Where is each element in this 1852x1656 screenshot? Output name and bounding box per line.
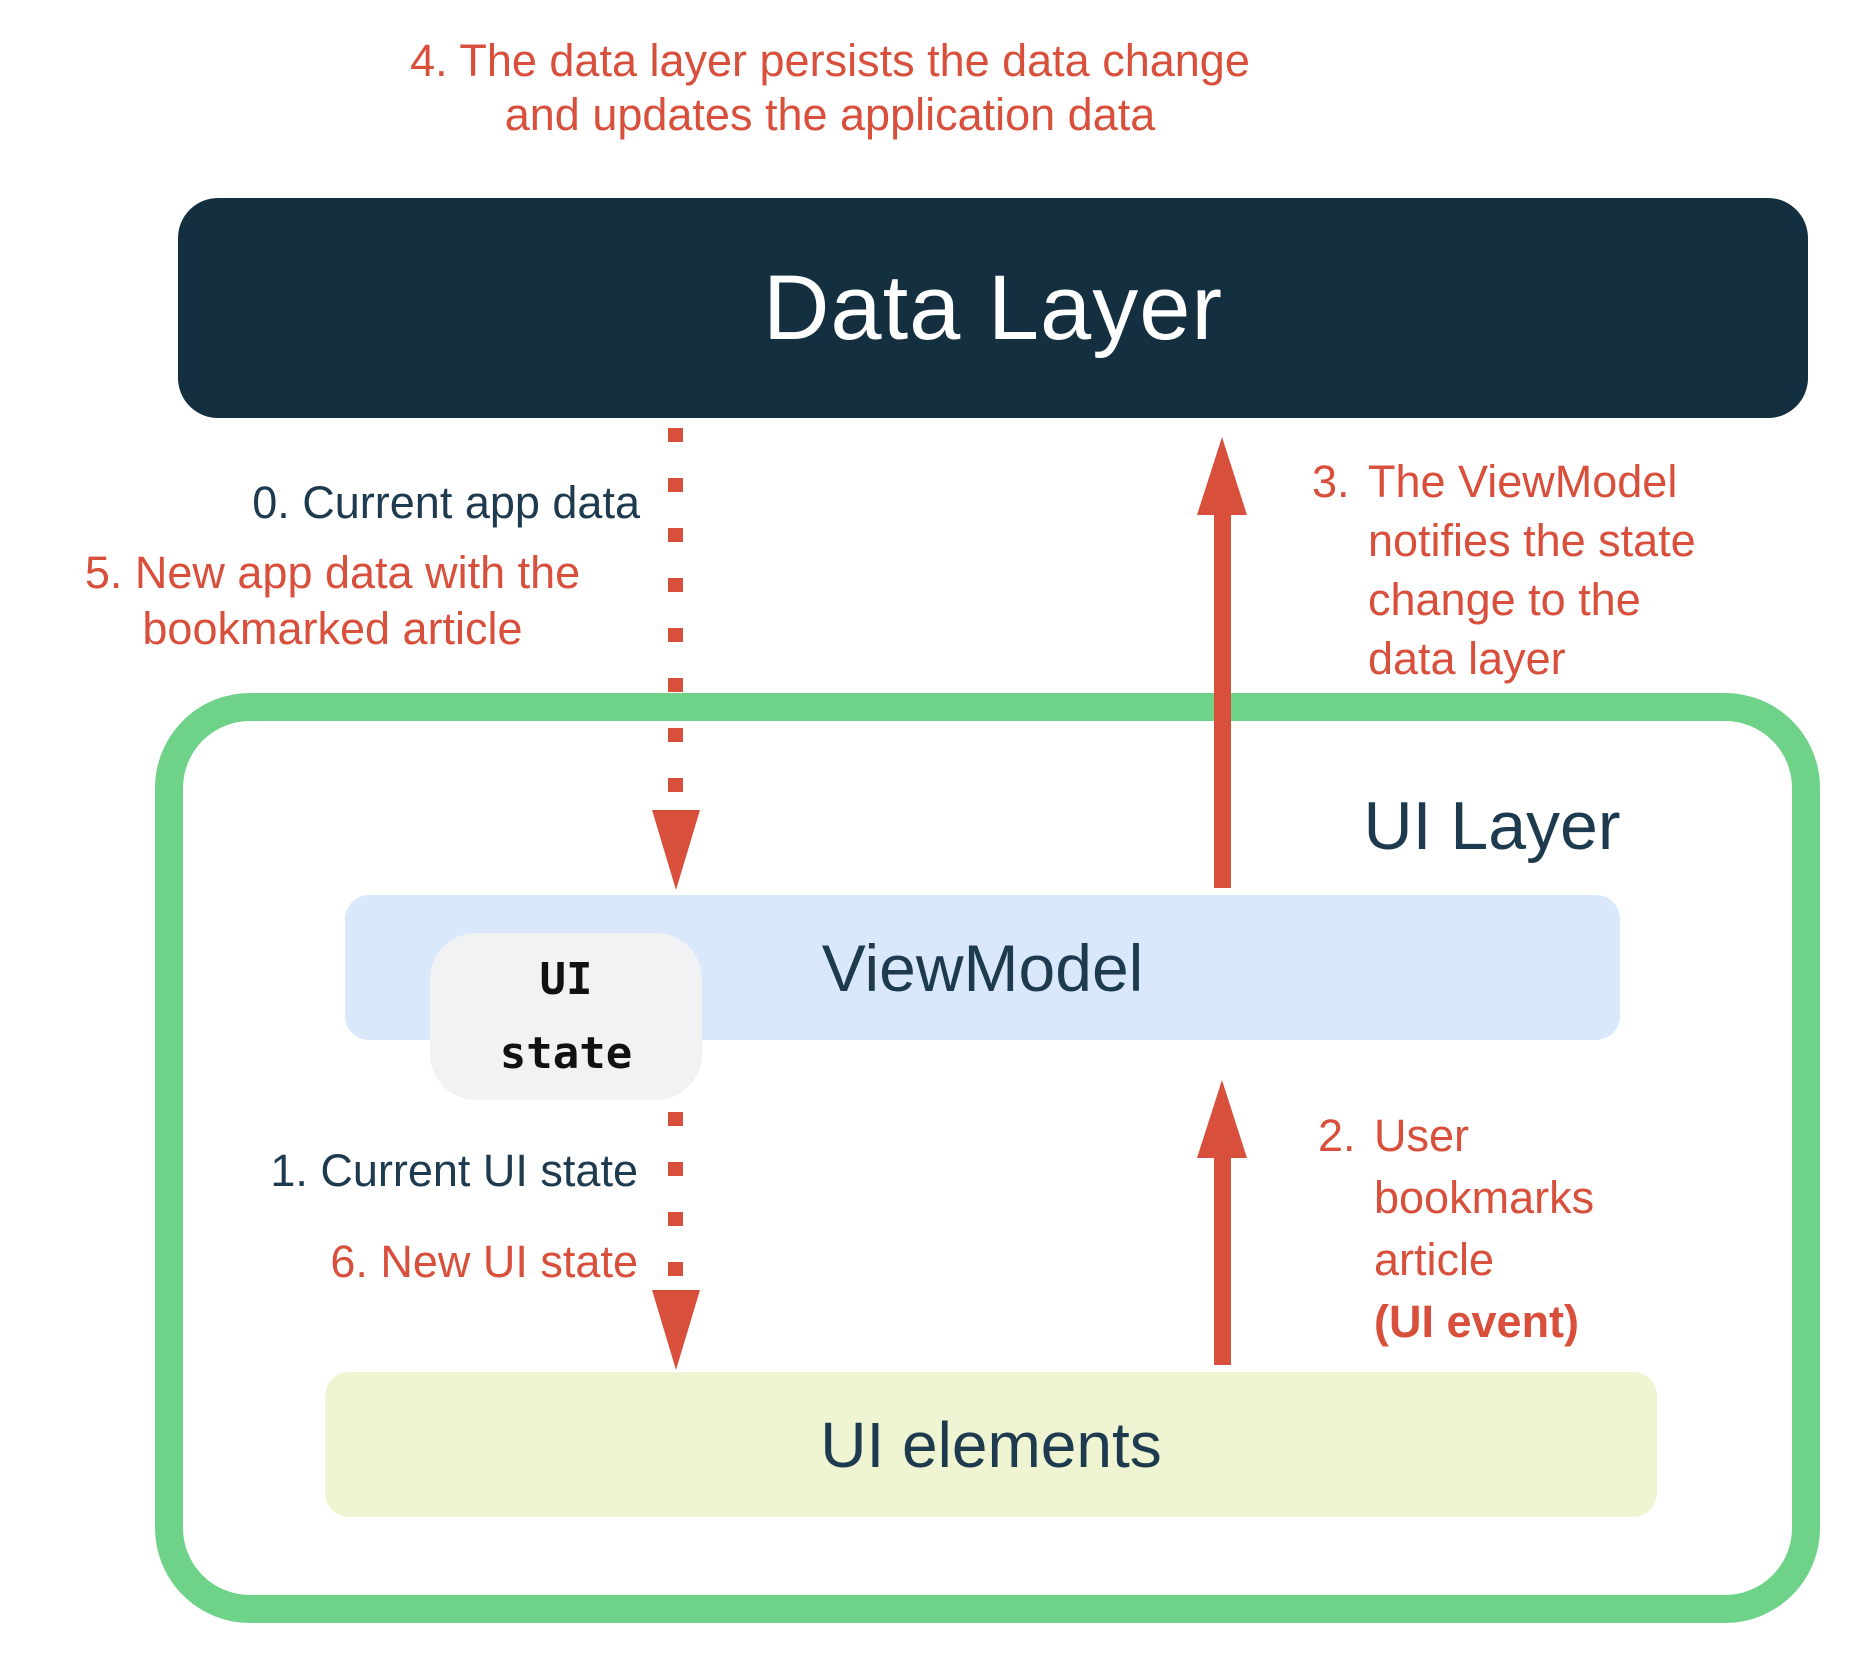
annotation-step2-line3: article	[1374, 1234, 1495, 1285]
viewmodel-label: ViewModel	[821, 930, 1144, 1005]
annotation-step3-line1: The ViewModel	[1368, 456, 1678, 507]
annotation-step5-line1: 5. New app data with the	[84, 547, 581, 598]
annotation-step3-line3: change to the	[1368, 574, 1641, 625]
annotation-step3-number: 3.	[1312, 456, 1350, 507]
data-layer-box: Data Layer	[178, 198, 1808, 418]
annotation-step4: 4. The data layer persists the data chan…	[330, 34, 1330, 142]
annotation-step2-ui-event: (UI event)	[1374, 1296, 1580, 1347]
annotation-step4-line2: and updates the application data	[504, 89, 1156, 140]
arrow-ui-elements-to-viewmodel-arrowhead	[1197, 1080, 1247, 1158]
arrow-viewmodel-to-data-layer	[1214, 508, 1231, 888]
annotation-step0: 0. Current app data	[252, 477, 640, 528]
ui-layer-label: UI Layer	[1363, 788, 1621, 864]
ui-elements-label: UI elements	[820, 1408, 1162, 1481]
arrow-viewmodel-to-ui-elements	[668, 1112, 683, 1292]
ui-state-badge: UI state	[430, 933, 702, 1100]
ui-state-badge-line2: state	[499, 1027, 633, 1079]
annotation-step2-line1: User	[1374, 1110, 1470, 1161]
annotation-step3: 3. The ViewModel notifies the state chan…	[1312, 452, 1696, 688]
arrow-data-layer-to-viewmodel-arrowhead	[652, 810, 700, 890]
arrow-ui-elements-to-viewmodel	[1214, 1155, 1231, 1365]
arrow-viewmodel-to-ui-elements-arrowhead	[652, 1290, 700, 1370]
ui-elements-box: UI elements	[325, 1372, 1657, 1517]
ui-layer-box	[155, 693, 1820, 1623]
annotation-step6: 6. New UI state	[330, 1236, 638, 1287]
arrow-data-layer-to-viewmodel	[668, 428, 683, 812]
data-layer-label: Data Layer	[762, 256, 1224, 359]
arrow-viewmodel-to-data-layer-arrowhead	[1197, 437, 1247, 515]
annotation-step2-number: 2.	[1318, 1110, 1356, 1161]
annotation-step5-line2: bookmarked article	[142, 603, 523, 654]
annotation-step3-line4: data layer	[1368, 633, 1566, 684]
annotation-step2: 2. User bookmarks article (UI event)	[1318, 1105, 1594, 1353]
annotation-step5: 5. New app data with the bookmarked arti…	[25, 545, 640, 657]
annotation-step1: 1. Current UI state	[270, 1145, 638, 1196]
annotation-step3-line2: notifies the state	[1368, 515, 1696, 566]
annotation-step4-line1: 4. The data layer persists the data chan…	[410, 35, 1250, 86]
annotation-step2-line2: bookmarks	[1374, 1172, 1595, 1223]
ui-state-badge-line1: UI	[539, 953, 593, 1005]
